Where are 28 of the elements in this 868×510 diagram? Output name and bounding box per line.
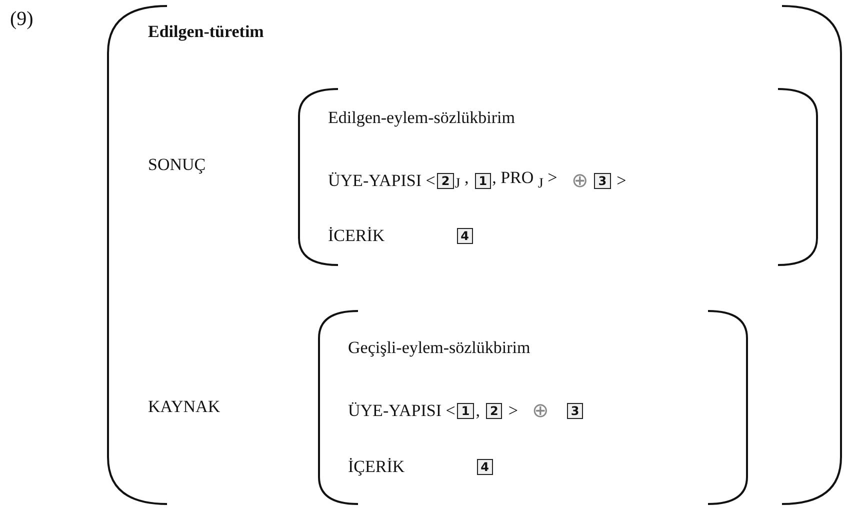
type-name: Edilgen-eylem-sözlükbirim — [328, 108, 515, 128]
boxed-tag: 4 — [476, 459, 494, 475]
attribute-matrix — [298, 88, 818, 266]
attribute-name: ÜYE-YAPISI < — [348, 400, 456, 420]
value-text: $_{J}$ , — [454, 168, 469, 193]
value-text: , — [476, 400, 480, 420]
type-name: Geçişli-eylem-sözlükbirim — [348, 338, 530, 358]
boxed-tag: 2 — [486, 402, 502, 418]
boxed-tag: 3 — [594, 172, 611, 188]
attribute-name: ÜYE-YAPISI < — [328, 170, 436, 190]
attribute-name: KAYNAK — [148, 397, 220, 417]
operator-symbol: ⊕ — [532, 399, 549, 423]
boxed-tag: 1 — [474, 172, 492, 188]
attribute-name: SONUÇ — [148, 155, 206, 175]
boxed-tag: 3 — [566, 402, 584, 418]
operator-symbol: ⊕ — [571, 169, 588, 193]
matrix-title: Edilgen-türetim — [148, 22, 264, 42]
value-text: > — [508, 400, 518, 420]
example-number: (9) — [10, 8, 34, 31]
attribute-matrix — [107, 5, 842, 505]
boxed-tag: 4 — [456, 228, 474, 244]
value-text: > — [616, 170, 626, 190]
boxed-tag: 1 — [457, 402, 474, 418]
attribute-name: İCERİK — [328, 226, 385, 246]
boxed-tag: 2 — [437, 172, 454, 188]
attribute-name: İÇERİK — [348, 457, 405, 477]
value-text: , PRO $_{J}$ > — [492, 168, 558, 193]
attribute-matrix — [318, 310, 748, 505]
